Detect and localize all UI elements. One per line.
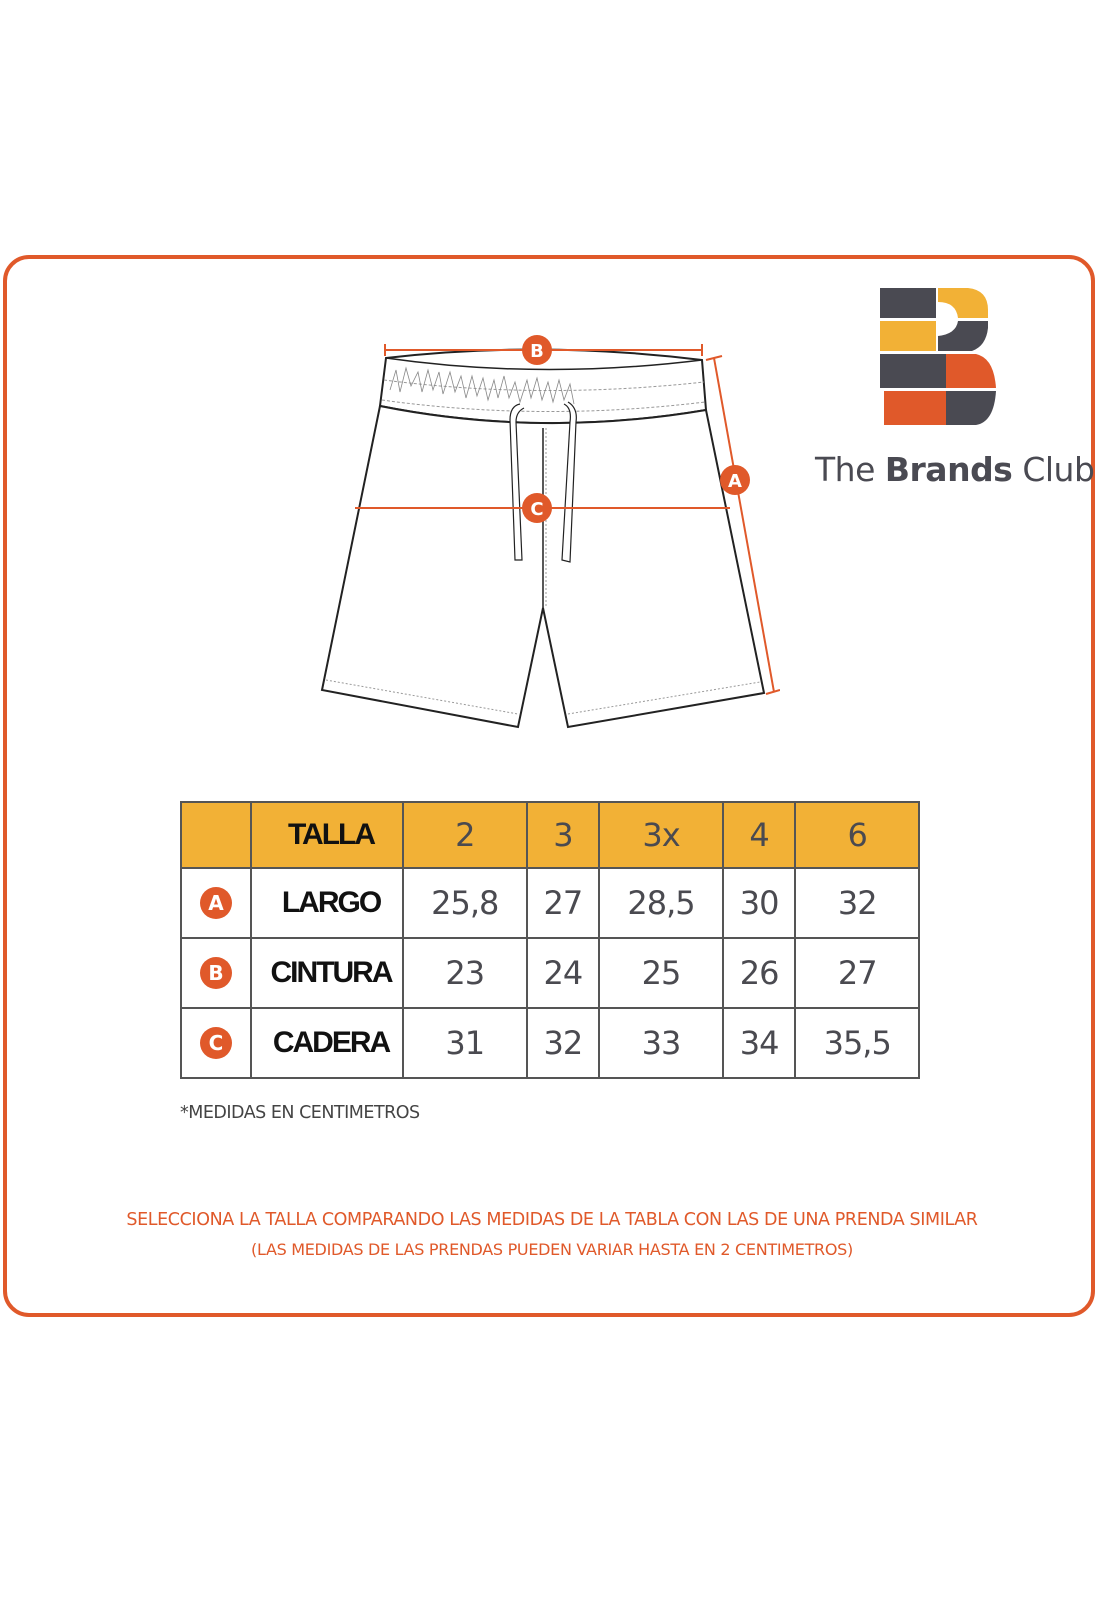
svg-text:C: C: [530, 499, 543, 520]
table-cell: 24: [525, 937, 601, 1009]
badge-a-icon: A: [200, 887, 232, 919]
marker-b-icon: B: [522, 335, 552, 365]
header-empty-cell: [180, 801, 252, 869]
table-cell: 26: [721, 937, 797, 1009]
row-label: LARGO: [250, 867, 404, 939]
row-label: CADERA: [250, 1007, 404, 1079]
brand-logo-icon: [880, 288, 996, 425]
table-cell: 27: [525, 867, 601, 939]
table-row: A LARGO 25,8 27 28,5 30 32: [180, 867, 920, 939]
table-cell: 25: [598, 937, 724, 1009]
table-row: B CINTURA 23 24 25 26 27: [180, 937, 920, 1009]
table-cell: 23: [402, 937, 528, 1009]
table-cell: 25,8: [402, 867, 528, 939]
table-cell: 32: [794, 867, 920, 939]
marker-c-icon: C: [522, 493, 552, 523]
svg-text:B: B: [530, 341, 544, 362]
table-cell: 32: [525, 1007, 601, 1079]
header-size: 4: [721, 801, 797, 869]
size-chart-frame: [3, 255, 1095, 1317]
badge-cell: A: [180, 867, 252, 939]
row-label: CINTURA: [250, 937, 404, 1009]
header-size: 6: [794, 801, 920, 869]
badge-c-icon: C: [200, 1027, 232, 1059]
badge-b-icon: B: [200, 957, 232, 989]
svg-text:A: A: [728, 471, 742, 492]
shorts-diagram: B C A: [320, 335, 780, 729]
instruction-line-1: SELECCIONA LA TALLA COMPARANDO LAS MEDID…: [126, 1210, 978, 1230]
badge-cell: C: [180, 1007, 252, 1079]
brand-name: The Brands Club: [815, 450, 1095, 489]
instruction-line-2: (LAS MEDIDAS DE LAS PRENDAS PUEDEN VARIA…: [251, 1240, 853, 1259]
table-header-row: TALLA 2 3 3x 4 6: [180, 801, 920, 869]
table-cell: 34: [721, 1007, 797, 1079]
header-size: 3: [525, 801, 601, 869]
marker-a-icon: A: [720, 465, 750, 495]
table-cell: 28,5: [598, 867, 724, 939]
table-cell: 33: [598, 1007, 724, 1079]
header-size: 2: [402, 801, 528, 869]
table-cell: 35,5: [794, 1007, 920, 1079]
table-cell: 30: [721, 867, 797, 939]
header-size: 3x: [598, 801, 724, 869]
table-cell: 31: [402, 1007, 528, 1079]
badge-cell: B: [180, 937, 252, 1009]
size-table: TALLA 2 3 3x 4 6 A LARGO 25,8 27 28,5 30…: [180, 801, 920, 1079]
table-row: C CADERA 31 32 33 34 35,5: [180, 1007, 920, 1079]
table-cell: 27: [794, 937, 920, 1009]
header-talla: TALLA: [250, 801, 404, 869]
units-note: *MEDIDAS EN CENTIMETROS: [180, 1103, 420, 1123]
